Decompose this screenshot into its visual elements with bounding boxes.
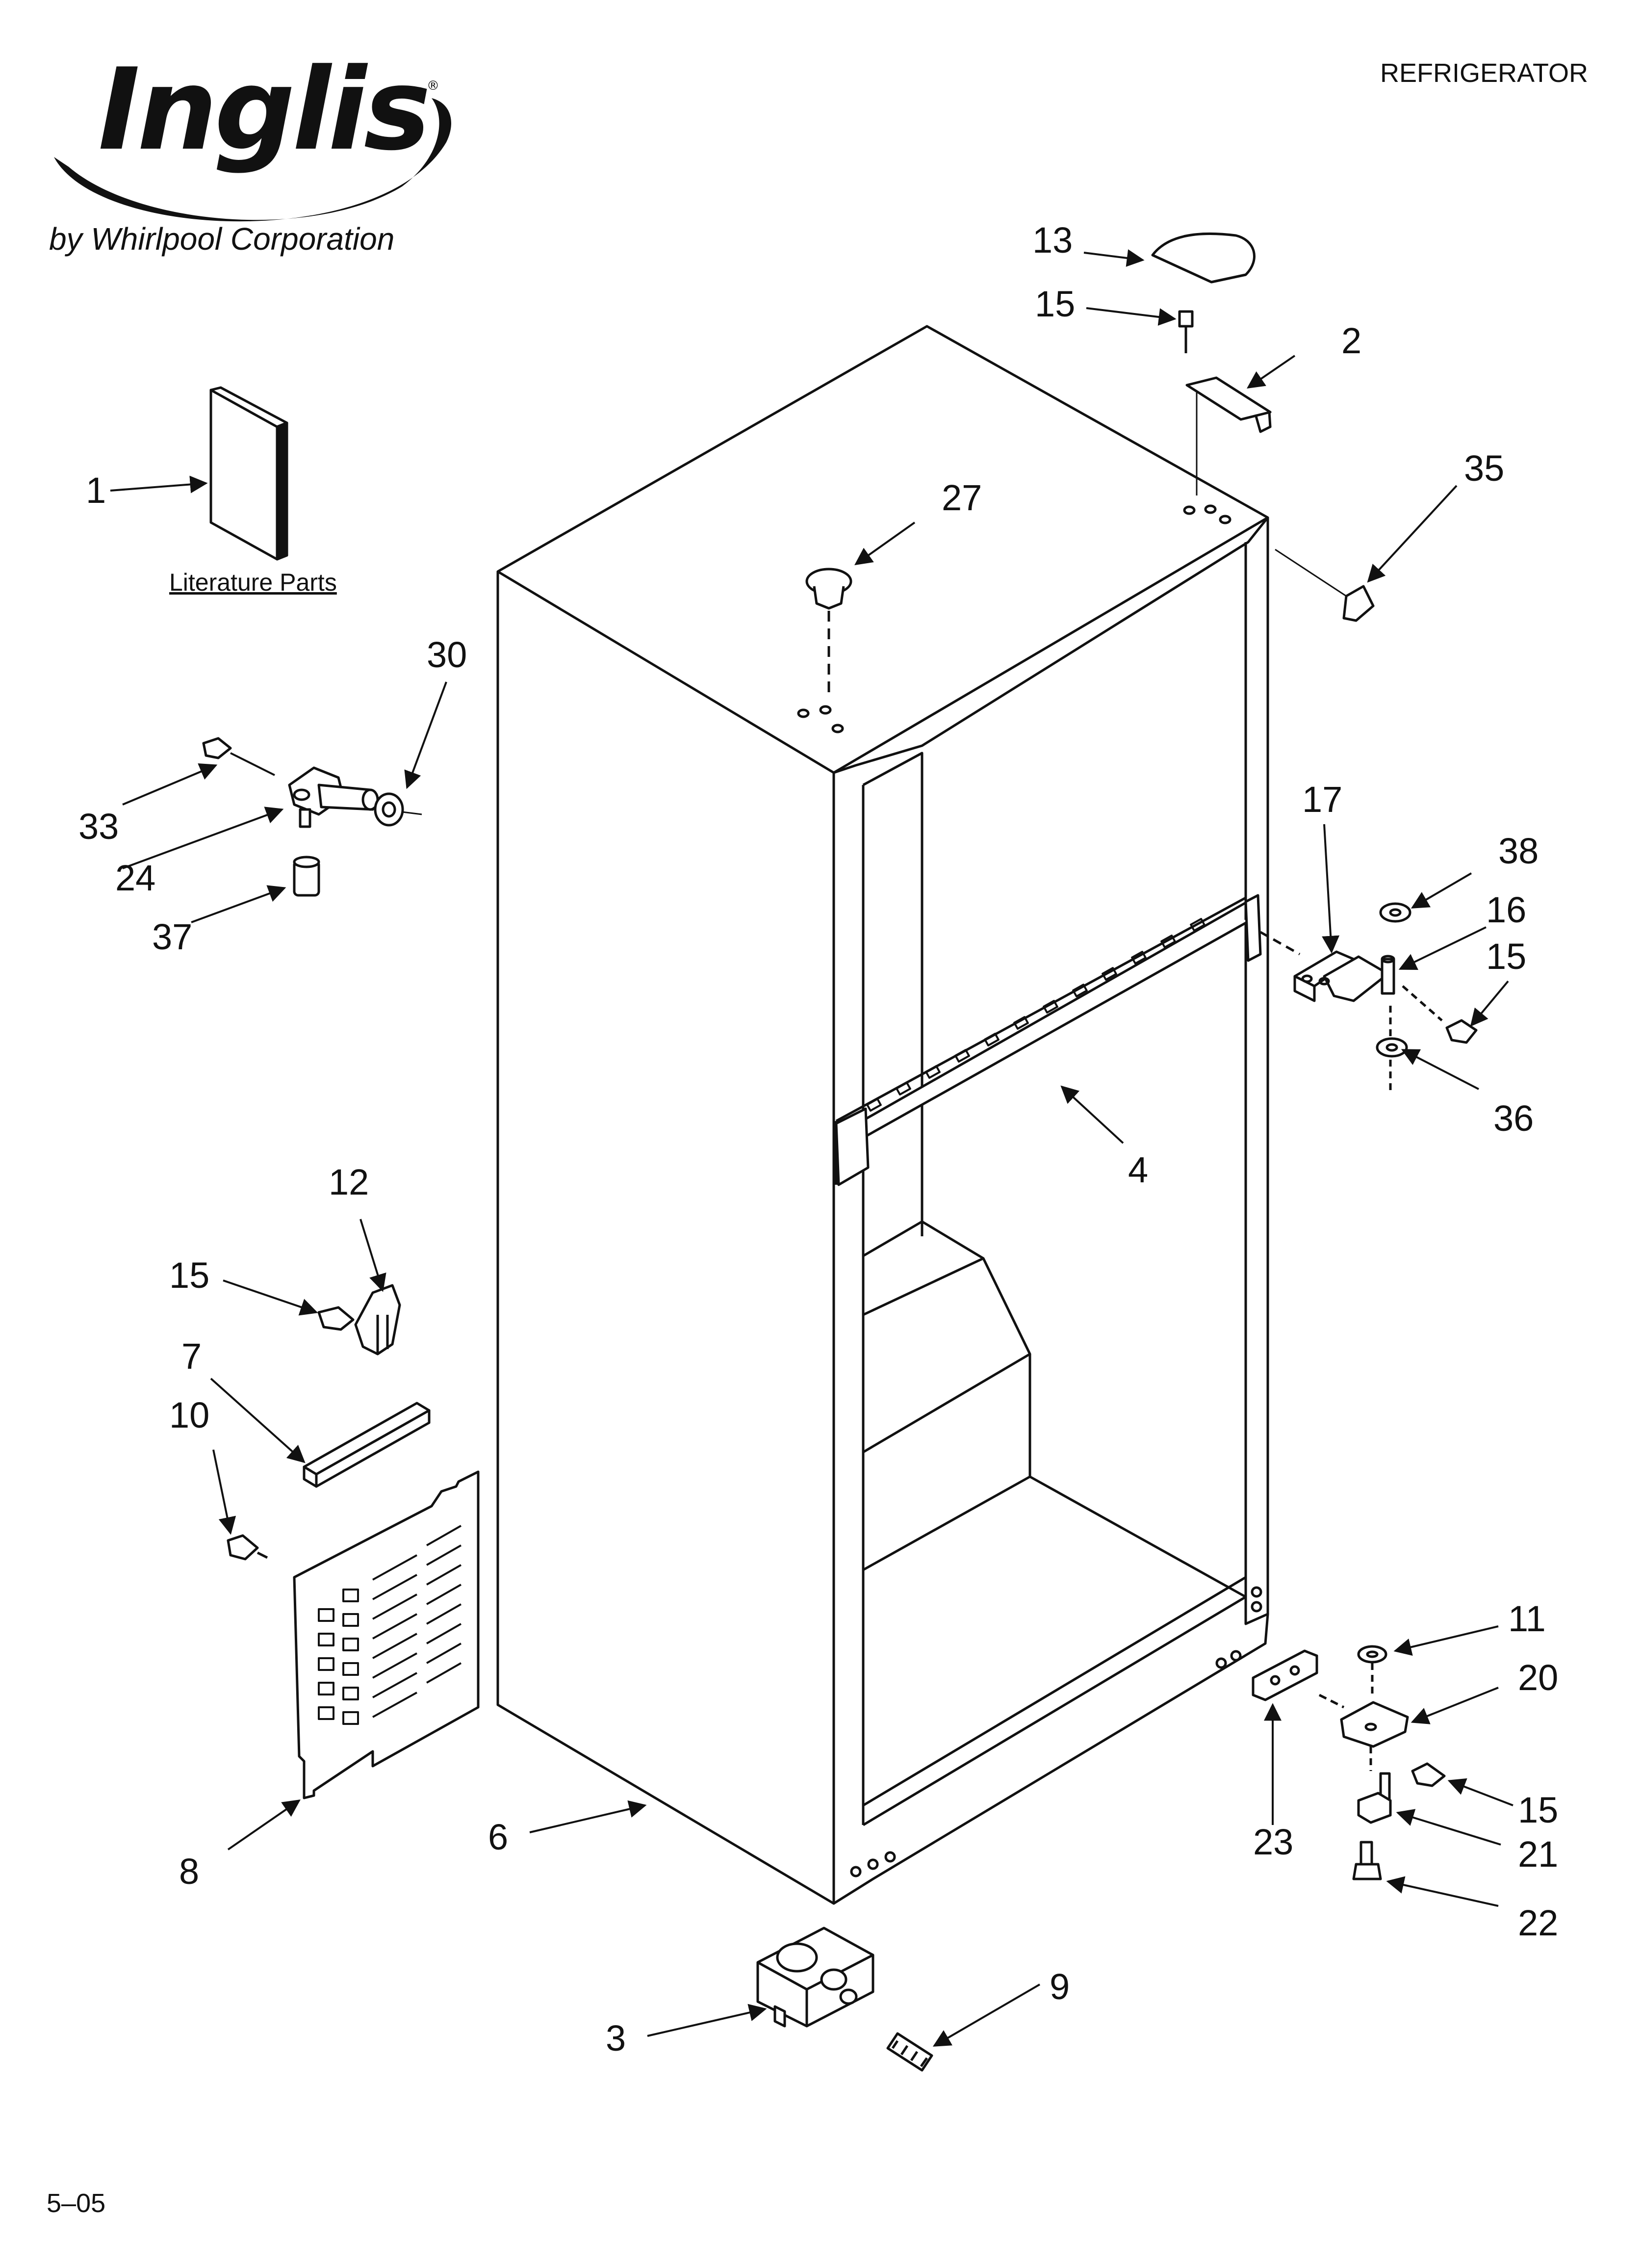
callout-15-top: 15 (1035, 284, 1075, 324)
callout-21: 21 (1518, 1834, 1558, 1875)
callout-3: 3 (606, 2018, 626, 2059)
callout-22: 22 (1518, 1903, 1558, 1943)
callout-36: 36 (1493, 1098, 1534, 1139)
callout-6: 6 (488, 1817, 508, 1857)
top-hinge-bracket (1178, 310, 1272, 495)
leader-lines (110, 249, 1514, 2047)
callout-30: 30 (427, 634, 467, 675)
bottom-hinge-group (1252, 1645, 1446, 1880)
callout-20: 20 (1518, 1657, 1558, 1698)
center-rail (835, 894, 1262, 1186)
callout-numbers: 1 2 3 4 6 7 8 9 10 11 12 13 15 15 15 15 … (78, 220, 1558, 2059)
screw-10 (227, 1534, 268, 1561)
callout-24: 24 (115, 858, 155, 898)
category-title: REFRIGERATOR (1380, 58, 1588, 88)
callout-16: 16 (1486, 889, 1526, 930)
top-hinge-cover (1151, 232, 1256, 284)
callout-35: 35 (1464, 448, 1504, 489)
footer-code: 5–05 (47, 2189, 106, 2218)
literature-parts-label: Literature Parts (169, 569, 337, 596)
brand-subtitle: by Whirlpool Corporation (49, 221, 395, 257)
callout-37: 37 (152, 916, 192, 957)
hinge-cap-35 (1275, 548, 1375, 622)
trim-strip-7 (303, 1402, 431, 1488)
callout-9: 9 (1050, 1966, 1070, 2007)
brand-logo: Inglis (98, 45, 431, 176)
callout-27: 27 (942, 477, 982, 518)
bracket-12 (317, 1284, 401, 1356)
callout-8: 8 (179, 1851, 199, 1892)
callout-15-bottom: 15 (1518, 1790, 1558, 1830)
callout-33: 33 (78, 806, 119, 847)
callout-13: 13 (1032, 220, 1073, 261)
callout-15-left: 15 (169, 1255, 209, 1296)
callout-11: 11 (1508, 1598, 1546, 1639)
roller-assembly (756, 1927, 874, 2028)
cabinet-shell (496, 325, 1269, 1905)
callout-38: 38 (1498, 831, 1539, 871)
callout-4: 4 (1128, 1149, 1148, 1190)
callout-17: 17 (1302, 779, 1342, 820)
callout-10: 10 (169, 1395, 209, 1435)
left-hinge-assembly (202, 737, 422, 897)
center-hinge-assembly (1259, 902, 1478, 1094)
callout-12: 12 (329, 1162, 369, 1202)
callout-2: 2 (1341, 320, 1361, 361)
base-grille (293, 1470, 480, 1799)
brand-block: Inglis ® by Whirlpool Corporation (39, 44, 481, 257)
literature-book (209, 386, 288, 561)
callout-1: 1 (86, 470, 106, 511)
callout-7: 7 (181, 1336, 202, 1377)
brand-registered-mark: ® (427, 78, 439, 93)
callout-23: 23 (1253, 1822, 1293, 1862)
callout-15-center: 15 (1486, 936, 1526, 977)
leveling-screw-9 (886, 2032, 933, 2072)
plug-27 (805, 568, 852, 697)
